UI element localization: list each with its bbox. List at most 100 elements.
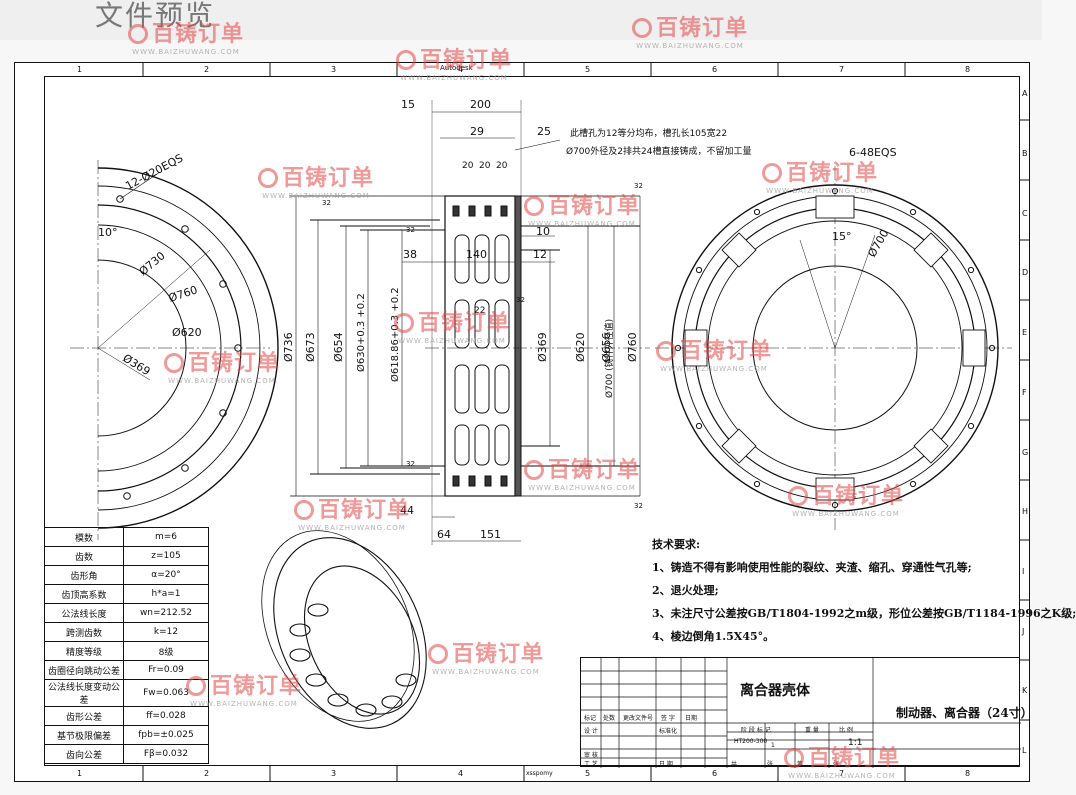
param-value: Fβ=0.032 [123, 744, 209, 764]
label-left-angle: 10° [98, 226, 118, 239]
dim-phi673: Ø673 [304, 332, 317, 362]
dim-22: 22 [474, 306, 485, 316]
param-key: 公法线长度变动公差 [44, 679, 124, 707]
param-value: α=20° [123, 565, 209, 585]
note-casting: Ø700外径及2排共24槽直接铸成，不留加工量 [566, 145, 751, 157]
param-key: 齿数 [44, 546, 124, 566]
zone-col-5: 5 [585, 65, 591, 74]
param-key: 齿顶高系数 [44, 584, 124, 604]
dim-20c: 20 [496, 161, 508, 171]
dim-140: 140 [466, 248, 487, 261]
tb-label-weight: 重 量 [805, 727, 819, 734]
zone-row-i: I [1022, 567, 1025, 576]
tb-count: 1 [771, 742, 775, 749]
zone-row-k: K [1022, 686, 1028, 695]
dim-phi656: Ø656 [600, 332, 613, 362]
dim-phi736: Ø736 [282, 332, 295, 362]
roughness-symbol-4: 32 [516, 296, 525, 304]
zone-row-e: E [1022, 328, 1028, 337]
dim-phi630: Ø630+0.3 +0.2 [355, 293, 367, 372]
param-key: 跨测齿数 [44, 622, 124, 642]
label-left-phi620: Ø620 [172, 326, 202, 339]
tb-label-mark: 标记 [584, 715, 597, 722]
dim-10: 10 [536, 225, 550, 238]
param-value: m=6 [123, 527, 209, 547]
frame-ticks [142, 62, 1030, 782]
param-key: 齿形公差 [44, 706, 124, 726]
section-view-labels: 15 200 29 25 20 20 20 10 38 140 12 22 44… [282, 98, 751, 541]
tb-label-ratio: 比 例 [839, 727, 853, 734]
tech-item-3: 3、未注尺寸公差按GB/T1804-1992之m级，形位公差按GB/T1184-… [652, 607, 1076, 620]
zone-col-6: 6 [712, 65, 718, 74]
tech-item-2: 2、退火处理; [652, 584, 719, 597]
drawing-canvas: 12-Ø20EQS 10° Ø730 Ø760 Ø620 Ø369 [70, 62, 1030, 782]
param-value: ff=0.028 [123, 706, 209, 726]
tb-label-review: 审 核 [584, 752, 598, 759]
tb-label-sign: 签 字 [661, 715, 675, 722]
zone-row-c: C [1022, 209, 1028, 218]
tech-heading: 技术要求: [652, 538, 701, 551]
roughness-symbol-3: 32 [634, 182, 643, 190]
dim-151: 151 [480, 528, 501, 541]
param-key: 齿形角 [44, 565, 124, 585]
param-value: Fw=0.063 [123, 679, 209, 707]
tb-label-zhang-1: 张 [767, 761, 774, 768]
zone-col-7-b: 7 [839, 769, 845, 778]
zone-col-3: 3 [331, 65, 337, 74]
dim-38: 38 [403, 248, 417, 261]
param-value: wn=212.52 [123, 603, 209, 623]
tech-item-4: 4、棱边倒角1.5X45°。 [652, 630, 775, 643]
zone-col-1: 1 [77, 65, 83, 74]
dim-phi369: Ø369 [536, 332, 549, 362]
label-left-phi730: Ø730 [137, 249, 168, 278]
param-key: 齿圈径向跳动公差 [44, 660, 124, 680]
param-key: 模数 [44, 527, 124, 547]
tb-label-date: 日期 [685, 715, 698, 722]
label-right-angle: 15° [832, 230, 852, 243]
dim-12: 12 [533, 248, 547, 261]
left-view [70, 160, 279, 540]
label-right-phi700: Ø700 [865, 227, 891, 259]
tb-label-craft: 工 艺 [584, 761, 598, 768]
zone-row-a: A [1022, 89, 1028, 98]
tech-item-1: 1、铸造不得有影响使用性能的裂纹、夹渣、缩孔、穿通性气孔等; [652, 561, 972, 574]
dim-15: 15 [401, 98, 415, 111]
zone-col-3-b: 3 [331, 769, 337, 778]
dim-25: 25 [537, 125, 551, 138]
roughness-symbol-2: 32 [406, 226, 415, 234]
autodesk-label: Autodesk [440, 64, 473, 72]
label-right-note: 6-48EQS [849, 146, 897, 159]
param-key: 公法线长度 [44, 603, 124, 623]
iso-view [261, 530, 427, 729]
label-left-phi369: Ø369 [120, 352, 152, 379]
title-block-grid [581, 658, 1021, 768]
dim-20b: 20 [479, 161, 491, 171]
tb-label-doc: 更改文件号 [623, 715, 654, 722]
tb-label-stage: 阶 段 标 记 [741, 727, 771, 734]
param-value: z=105 [123, 546, 209, 566]
section-view [290, 100, 650, 545]
preview-title: 文件预览 [95, 0, 216, 32]
param-value: h*a=1 [123, 584, 209, 604]
zone-col-2: 2 [204, 65, 210, 74]
param-key: 基节极限偏差 [44, 725, 124, 745]
zone-col-7: 7 [839, 65, 845, 74]
dim-phi700: Ø700 (铸件外径值) [603, 319, 615, 398]
roughness-symbol-1: 32 [322, 199, 331, 207]
zone-row-g: G [1022, 448, 1029, 457]
param-key: 精度等级 [44, 641, 124, 661]
inner-frame [44, 76, 1020, 766]
zone-row-h: H [1022, 507, 1029, 516]
